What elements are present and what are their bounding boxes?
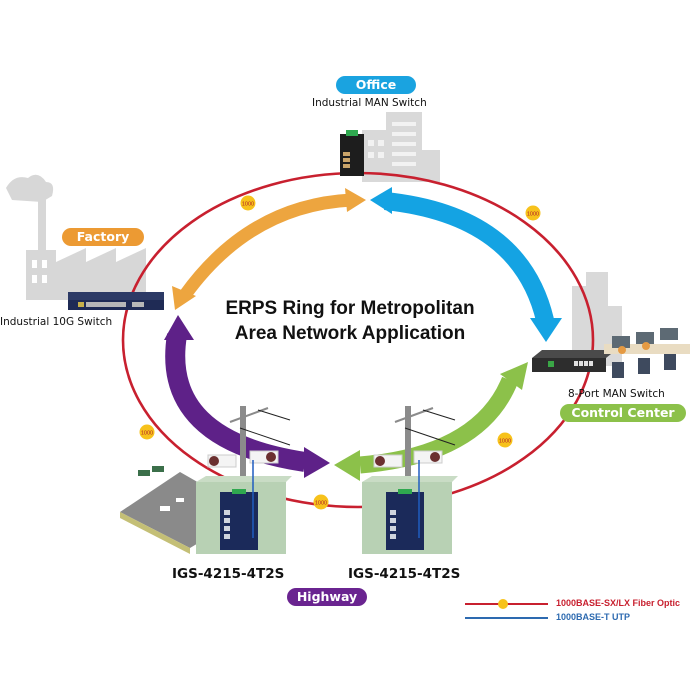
highway-node-left: [196, 406, 292, 554]
link-badge: 1000: [525, 205, 541, 221]
link-badge: 1000: [497, 432, 513, 448]
svg-text:1000: 1000: [499, 439, 511, 445]
street-cabinet-icon: [196, 460, 292, 554]
legend-fiber-line: [465, 599, 548, 609]
cctv-pole-icon: [373, 406, 456, 480]
street-cabinet-icon: [362, 460, 458, 554]
highway-device-label-left: IGS-4215-4T2S: [172, 566, 285, 582]
industrial-man-switch: [340, 130, 364, 176]
link-badge: 1000: [139, 424, 155, 440]
control-center-tag: Control Center: [560, 404, 686, 422]
control-room-icon: [604, 328, 690, 378]
highway-device-label-right: IGS-4215-4T2S: [348, 566, 461, 582]
factory-tag: Factory: [62, 228, 144, 246]
svg-text:1000: 1000: [527, 212, 539, 218]
highway-tag: Highway: [287, 588, 367, 606]
office-building-icon: [362, 112, 440, 182]
8-port-man-switch: [532, 350, 616, 372]
office-tag: Office: [336, 76, 416, 94]
factory-icon: [6, 174, 146, 300]
industrial-10g-switch: [68, 292, 164, 310]
link-badge: 1000: [240, 195, 256, 211]
title-line-1: ERPS Ring for Metropolitan: [225, 298, 475, 319]
highway-node-right: [362, 406, 458, 554]
arrow-orange: [172, 188, 366, 310]
legend-utp-label: 1000BASE-T UTP: [556, 612, 631, 622]
control-center-device-label: 8-Port MAN Switch: [568, 388, 665, 400]
arrow-blue: [370, 187, 562, 342]
cctv-pole-icon: [207, 406, 291, 480]
link-badges: 1000 1000 1000 1000 1000: [139, 195, 541, 510]
title-line-2: Area Network Application: [234, 323, 466, 344]
diagram-title: ERPS Ring for Metropolitan Area Network …: [190, 296, 510, 346]
svg-text:1000: 1000: [141, 431, 153, 437]
svg-text:1000: 1000: [242, 202, 254, 208]
svg-text:1000: 1000: [315, 501, 327, 507]
legend-fiber-label: 1000BASE-SX/LX Fiber Optic: [556, 598, 681, 608]
factory-device-label: Industrial 10G Switch: [0, 316, 113, 328]
link-badge: 1000: [313, 494, 329, 510]
office-device-label: Industrial MAN Switch: [312, 97, 427, 109]
